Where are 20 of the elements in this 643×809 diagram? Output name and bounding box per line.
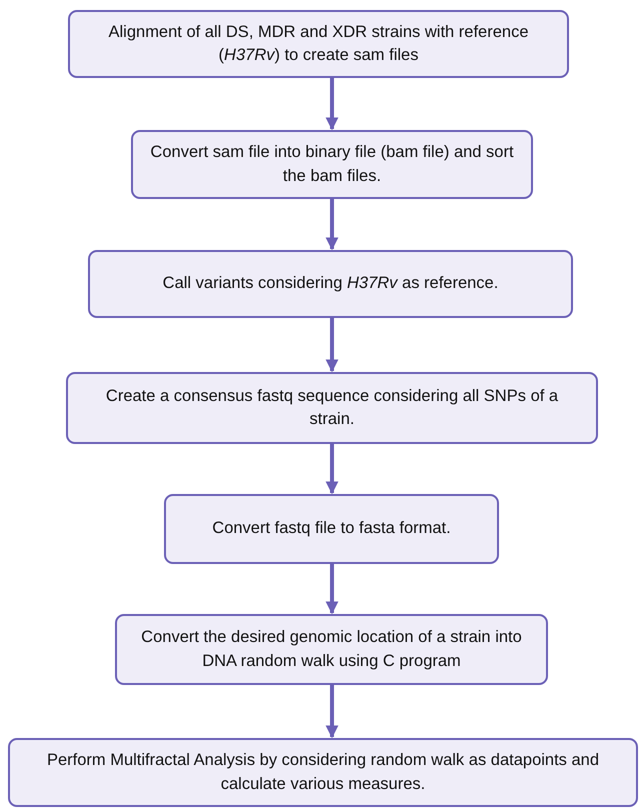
arrow <box>326 444 338 494</box>
process-box <box>8 738 638 807</box>
step-text: Convert fastq file to fasta format. <box>212 518 451 540</box>
arrow <box>326 685 338 738</box>
process-box <box>164 494 499 564</box>
arrow <box>326 199 338 250</box>
arrow <box>326 78 338 130</box>
step-text: Convert the desired genomic location of a strain into DNA random walk using C program <box>140 627 523 672</box>
arrow <box>326 564 338 614</box>
process-box <box>68 10 569 78</box>
process-box <box>115 614 548 685</box>
process-box <box>131 130 533 199</box>
step-text: Create a consensus fastq sequence considering all SNPs of a strain. <box>104 386 560 430</box>
process-box <box>88 250 573 318</box>
arrow <box>326 318 338 372</box>
step-text: Convert sam file into binary file (bam file) and sort the bam files. <box>149 142 515 186</box>
step-text: Alignment of all DS, MDR and XDR strains with reference (H37Rv) to create sam files <box>108 22 530 66</box>
step-text: Call variants considering H37Rv as reference. <box>162 273 498 294</box>
step-text: Perform Multifractal Analysis by considering random walk as datapoints and calculate various measures. <box>46 750 600 794</box>
process-box <box>66 372 598 444</box>
